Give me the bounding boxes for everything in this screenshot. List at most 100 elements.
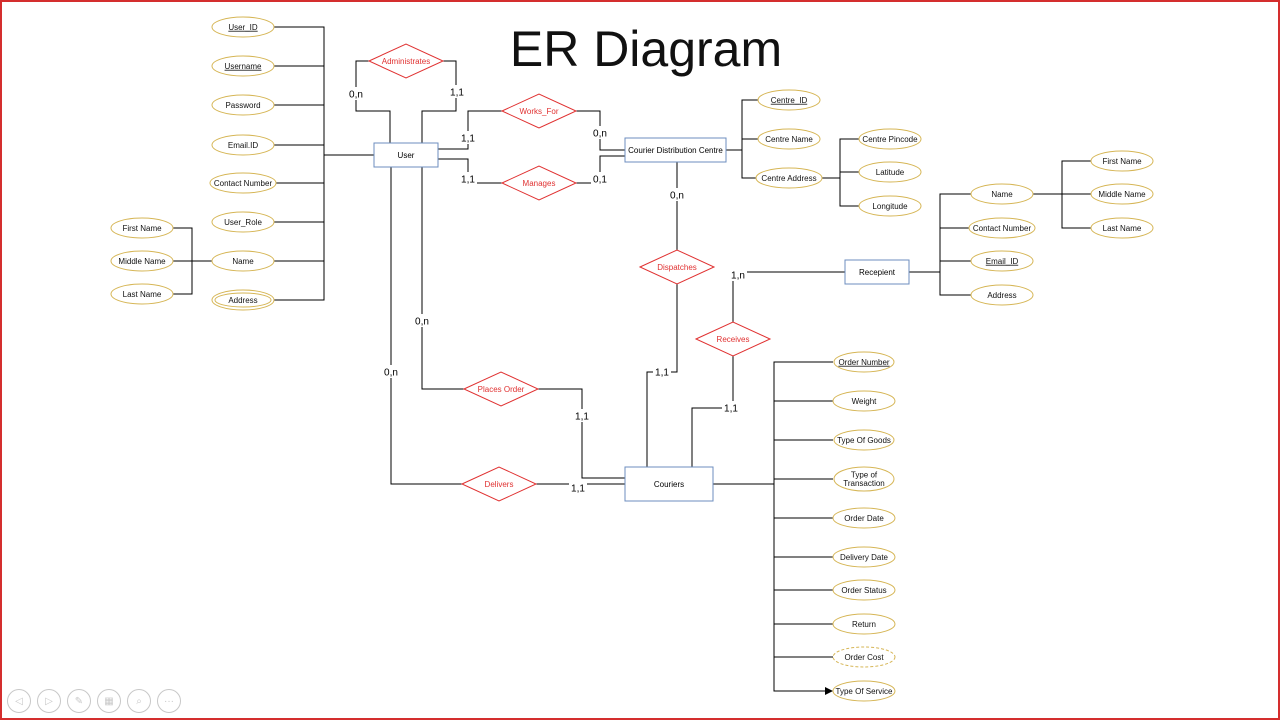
- attribute-label: Last Name: [123, 290, 162, 299]
- attribute-label: Username: [225, 62, 262, 71]
- attribute-label: Centre Pincode: [862, 135, 918, 144]
- attribute-c-lat[interactable]: Latitude: [858, 161, 922, 183]
- slides-icon[interactable]: ▦: [97, 689, 121, 713]
- attribute-label: Address: [228, 296, 257, 305]
- attribute-o-number[interactable]: Order Number: [833, 351, 895, 373]
- cardinality-text: 0,n: [349, 90, 363, 101]
- attribute-r-last[interactable]: Last Name: [1090, 217, 1154, 239]
- attribute-label: Centre_ID: [771, 96, 808, 105]
- relationship-receives[interactable]: Receives: [694, 321, 772, 357]
- connector-line: [732, 271, 845, 322]
- attribute-label: First Name: [1102, 157, 1142, 166]
- attribute-label: User_Role: [224, 218, 262, 227]
- attribute-o-service[interactable]: Type Of Service: [832, 680, 896, 702]
- relationship-label: Places Order: [478, 385, 525, 394]
- entity-cdc[interactable]: Courier Distribution Centre: [624, 137, 727, 163]
- attribute-u-username[interactable]: Username: [211, 55, 275, 77]
- more-icon[interactable]: ···: [157, 689, 181, 713]
- previous-slide-icon[interactable]: ◁: [7, 689, 31, 713]
- attribute-u-middle[interactable]: Middle Name: [110, 250, 174, 272]
- pen-icon[interactable]: ✎: [67, 689, 91, 713]
- relationship-label: Dispatches: [657, 263, 697, 272]
- attribute-label: Contact Number: [214, 179, 273, 188]
- attribute-u-role[interactable]: User_Role: [211, 211, 275, 233]
- attribute-label: Email.ID: [228, 141, 258, 150]
- attribute-o-cost[interactable]: Order Cost: [832, 646, 896, 668]
- relationship-delivers[interactable]: Delivers: [460, 466, 538, 502]
- attribute-u-password[interactable]: Password: [211, 94, 275, 116]
- connector-line: [773, 361, 833, 692]
- attribute-o-deliv[interactable]: Delivery Date: [832, 546, 896, 568]
- cardinality-text: 0,n: [593, 129, 607, 140]
- attribute-r-address[interactable]: Address: [970, 284, 1034, 306]
- connector-line: [576, 155, 625, 184]
- relationship-works-for[interactable]: Works_For: [500, 93, 578, 129]
- attribute-u-last[interactable]: Last Name: [110, 283, 174, 305]
- connector-line: [1061, 160, 1091, 229]
- attribute-u-address[interactable]: Address: [211, 289, 275, 311]
- entity-user[interactable]: User: [373, 142, 439, 168]
- diagram-shapes: User Courier Distribution CentreRecepient…: [110, 16, 1154, 702]
- connector-lines: [173, 26, 1091, 695]
- relationship-dispatches[interactable]: Dispatches: [638, 249, 716, 285]
- cardinality-card-recv-recip: 1,n: [729, 268, 747, 282]
- attribute-u-first[interactable]: First Name: [110, 217, 174, 239]
- attribute-label: Order Date: [844, 514, 884, 523]
- attribute-label: Centre Name: [765, 135, 813, 144]
- connector-line: [421, 167, 464, 390]
- next-slide-icon[interactable]: ▷: [37, 689, 61, 713]
- attribute-label: Address: [987, 291, 1016, 300]
- cardinality-text: 0,1: [593, 175, 607, 186]
- relationship-label: Receives: [717, 335, 750, 344]
- attribute-label: Longitude: [872, 202, 908, 211]
- attribute-o-date[interactable]: Order Date: [832, 507, 896, 529]
- attribute-o-return[interactable]: Return: [832, 613, 896, 635]
- attribute-o-weight[interactable]: Weight: [832, 390, 896, 412]
- attribute-c-lon[interactable]: Longitude: [858, 195, 922, 217]
- relationship-administrates[interactable]: Administrates: [367, 43, 445, 79]
- cardinality-card-deliv-couriers: 1,1: [569, 481, 587, 495]
- attribute-u-email[interactable]: Email.ID: [211, 134, 275, 156]
- attribute-label: Centre Address: [761, 174, 816, 183]
- attribute-r-name[interactable]: Name: [970, 183, 1034, 205]
- attribute-r-contact[interactable]: Contact Number: [968, 217, 1036, 239]
- attribute-c-name[interactable]: Centre Name: [757, 128, 821, 150]
- attribute-u-id[interactable]: User_ID: [211, 16, 275, 38]
- relationship-places-order[interactable]: Places Order: [462, 371, 540, 407]
- entity-couriers[interactable]: Couriers: [624, 466, 714, 502]
- attribute-u-name[interactable]: Name: [211, 250, 275, 272]
- cardinality-card-places-couriers: 1,1: [573, 409, 591, 423]
- attribute-c-id[interactable]: Centre_ID: [757, 89, 821, 111]
- attribute-label: Name: [991, 190, 1013, 199]
- cardinality-text: 0,n: [415, 317, 429, 328]
- cardinality-card-manages-cdc: 0,1: [591, 172, 609, 186]
- attribute-label: Last Name: [1103, 224, 1142, 233]
- attribute-label: Email_ID: [986, 257, 1019, 266]
- attribute-o-goods[interactable]: Type Of Goods: [833, 429, 895, 451]
- relationship-label: Administrates: [382, 57, 430, 66]
- attribute-c-addr[interactable]: Centre Address: [755, 167, 823, 189]
- attribute-r-email[interactable]: Email_ID: [970, 250, 1034, 272]
- cardinality-card-dispatch-cdc: 0,n: [668, 188, 686, 202]
- attribute-r-first[interactable]: First Name: [1090, 150, 1154, 172]
- cardinality-text: 1,1: [655, 368, 669, 379]
- cardinality-text: 1,1: [450, 88, 464, 99]
- attribute-o-status[interactable]: Order Status: [832, 579, 896, 601]
- relationship-manages[interactable]: Manages: [500, 165, 578, 201]
- attribute-u-contact[interactable]: Contact Number: [209, 172, 277, 194]
- entity-label: Courier Distribution Centre: [628, 146, 723, 155]
- attribute-label: Order Status: [841, 586, 886, 595]
- zoom-icon[interactable]: ⌕: [127, 689, 151, 713]
- attribute-c-pin[interactable]: Centre Pincode: [858, 128, 922, 150]
- attribute-r-middle[interactable]: Middle Name: [1090, 183, 1154, 205]
- attribute-label: Middle Name: [118, 257, 166, 266]
- relationship-label: Works_For: [520, 107, 559, 116]
- cardinality-text: 1,1: [461, 175, 475, 186]
- connector-line: [274, 26, 325, 301]
- attribute-label: Type Of Goods: [837, 436, 891, 445]
- entity-recip[interactable]: Recepient: [844, 259, 910, 285]
